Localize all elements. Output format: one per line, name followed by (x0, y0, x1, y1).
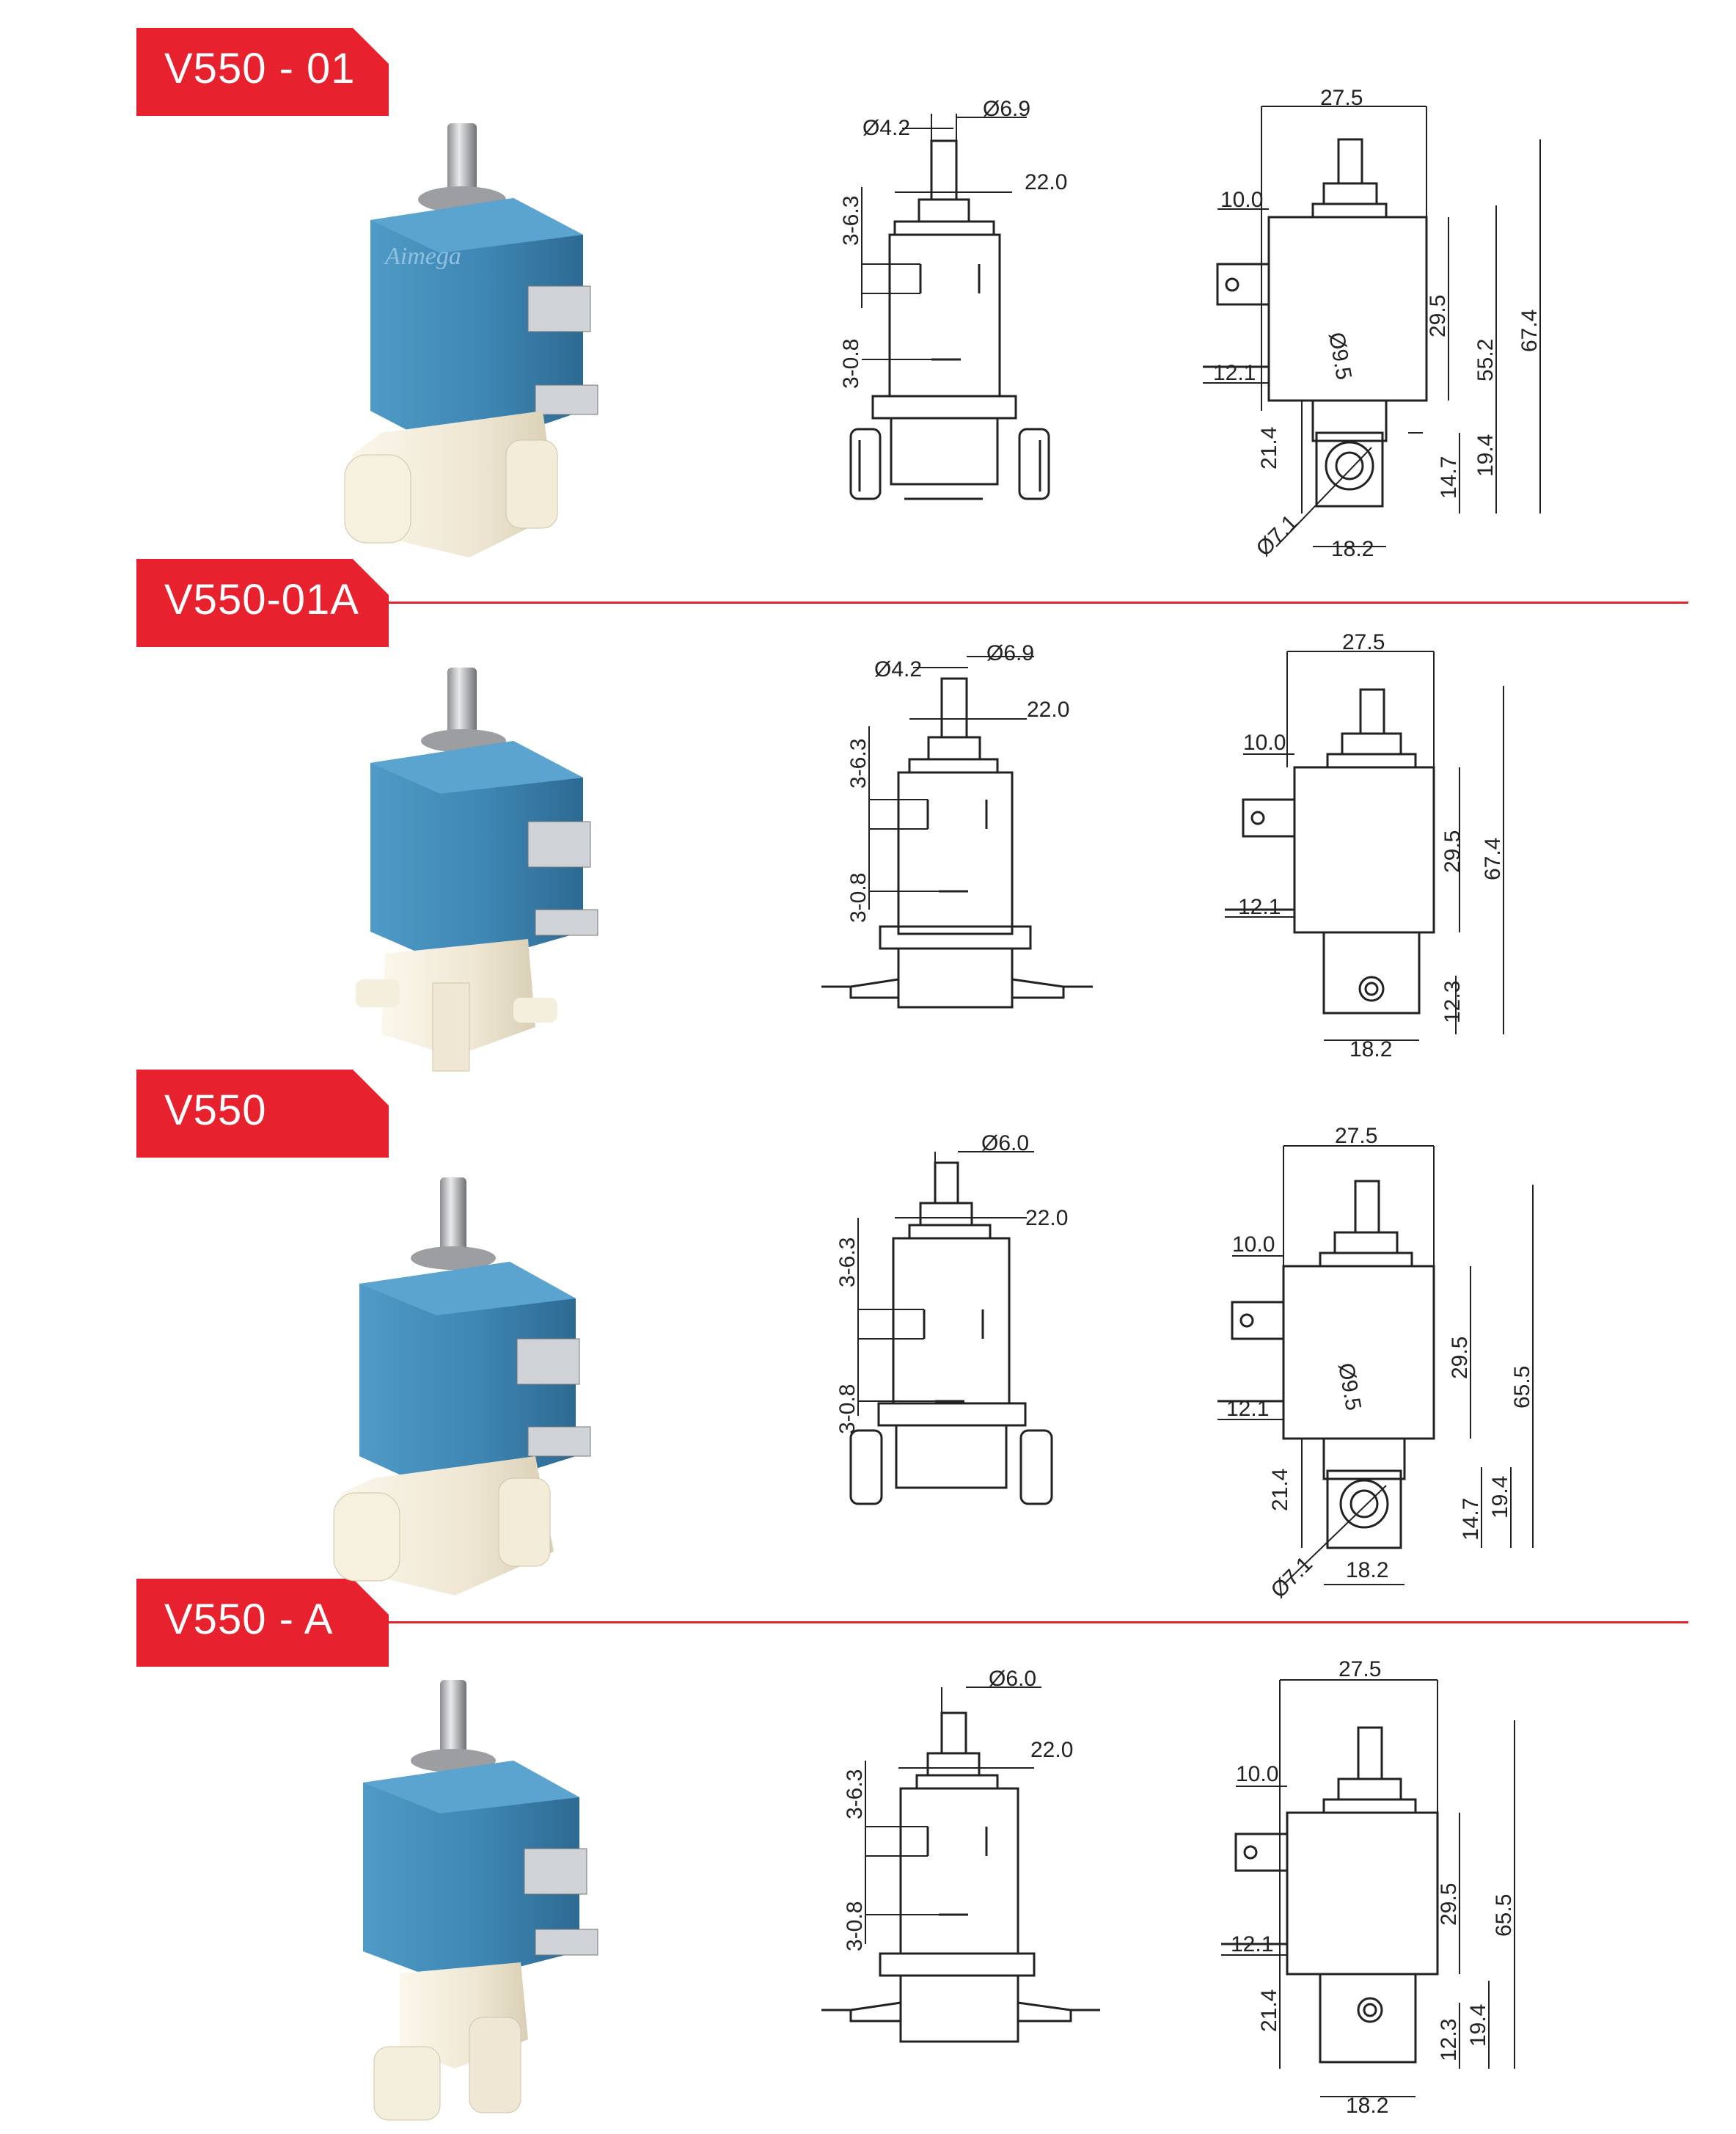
dim-label: 22.0 (1025, 170, 1067, 194)
dim-label: Ø9.5 (1324, 330, 1356, 381)
front-drawing-4 (821, 1687, 1100, 2043)
dim-label: 12.1 (1238, 895, 1281, 919)
dim-label: Ø4.2 (874, 657, 922, 682)
dim-label: 65.5 (1492, 1894, 1516, 1937)
dim-label: 14.7 (1459, 1498, 1483, 1541)
dim-label: 18.2 (1349, 1037, 1392, 1061)
side-drawing-4 (1221, 1679, 1515, 2097)
dim-label: 3-6.3 (835, 1238, 860, 1287)
dim-label: Ø4.2 (862, 116, 910, 140)
dim-label: 12.3 (1437, 2019, 1461, 2061)
dim-label: 10.0 (1236, 1762, 1278, 1786)
dim-label: 21.4 (1257, 427, 1281, 469)
dim-label: 12.1 (1213, 361, 1256, 385)
dim-label: 22.0 (1025, 1206, 1068, 1230)
side-drawing-2 (1225, 651, 1504, 1041)
dim-label: 29.5 (1440, 830, 1465, 873)
dim-label: Ø6.9 (986, 641, 1034, 665)
dim-label: 12.1 (1226, 1397, 1269, 1421)
dim-label: 12.1 (1231, 1932, 1273, 1956)
product-image-4 (363, 1680, 598, 2121)
front-drawing-3 (849, 1151, 1053, 1505)
dim-label: 29.5 (1426, 295, 1450, 337)
dim-label: 19.4 (1488, 1476, 1512, 1519)
dim-label: 21.4 (1268, 1469, 1292, 1511)
section-divider (389, 602, 1688, 604)
dim-label: 65.5 (1510, 1366, 1534, 1408)
section-title: V550 (164, 1086, 267, 1134)
dim-label: 3-0.8 (846, 873, 871, 923)
dim-label: 18.2 (1331, 537, 1374, 561)
section-tag-1: V550 - 01 (136, 28, 389, 116)
dim-label: 3-0.8 (835, 1384, 860, 1434)
brand-mark: Aimega (384, 243, 461, 270)
dim-label: 27.5 (1335, 1124, 1377, 1148)
dim-label: 29.5 (1437, 1883, 1461, 1926)
dim-label: 19.4 (1473, 434, 1498, 477)
dim-label: 27.5 (1342, 630, 1385, 654)
dim-label: 29.5 (1448, 1337, 1472, 1379)
dim-label: 3-6.3 (839, 196, 863, 246)
dim-label: Ø6.0 (981, 1131, 1029, 1155)
dim-label: 67.4 (1481, 838, 1505, 880)
dim-label: 27.5 (1338, 1657, 1381, 1681)
dim-label: 14.7 (1437, 456, 1461, 499)
section-title: V550 - 01 (164, 45, 356, 92)
dim-label: 10.0 (1243, 731, 1286, 755)
section-tag-2: V550-01A (136, 559, 389, 647)
dim-label: Ø7.1 (1252, 511, 1303, 561)
dim-label: Ø6.9 (983, 97, 1030, 121)
dim-label: 22.0 (1030, 1738, 1073, 1762)
dim-label: 18.2 (1346, 1558, 1388, 1582)
product-image-2 (356, 668, 598, 1072)
product-image-3 (333, 1177, 591, 1596)
side-drawing-1 (1203, 106, 1541, 547)
section-title: V550 - A (164, 1596, 334, 1643)
dim-label: 3-6.3 (846, 739, 871, 789)
dim-label: 22.0 (1027, 698, 1069, 722)
dim-label: Ø9.5 (1333, 1361, 1366, 1412)
dim-label: 18.2 (1346, 2094, 1388, 2118)
dim-label: 3-0.8 (843, 1901, 867, 1951)
product-image-1: Aimega (344, 123, 598, 558)
dim-label: 12.3 (1440, 981, 1465, 1023)
dim-label: 21.4 (1257, 1989, 1281, 2032)
dim-label: 3-0.8 (839, 339, 863, 389)
front-drawing-1 (849, 114, 1050, 500)
dim-label: 3-6.3 (843, 1769, 867, 1819)
section-tag-3: V550 (136, 1070, 389, 1158)
section-tag-4: V550 - A (136, 1579, 389, 1667)
dim-label: 10.0 (1220, 188, 1263, 212)
front-drawing-2 (821, 656, 1093, 1009)
section-divider (389, 1621, 1688, 1623)
dim-label: 19.4 (1466, 2004, 1490, 2047)
dim-label: Ø6.0 (989, 1667, 1036, 1691)
dim-label: 10.0 (1232, 1232, 1275, 1257)
dim-label: 55.2 (1473, 339, 1498, 381)
dim-label: 67.4 (1517, 310, 1542, 352)
section-title: V550-01A (164, 576, 359, 624)
dim-label: 27.5 (1320, 86, 1363, 110)
side-drawing-3 (1217, 1145, 1534, 1585)
